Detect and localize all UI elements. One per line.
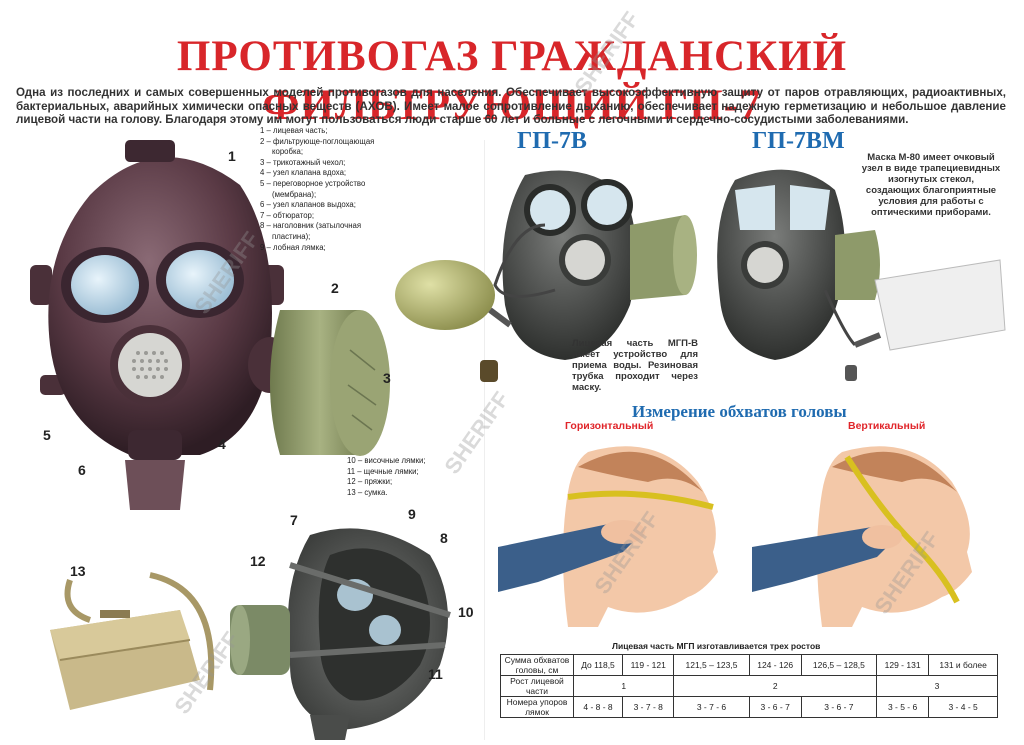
callout-13: 13 xyxy=(70,563,86,579)
table-cell: 4 - 8 - 8 xyxy=(572,696,624,718)
table-row-label: Рост лицевой части xyxy=(500,675,574,697)
table-cell: 121,5 – 123,5 xyxy=(673,654,750,676)
table-caption: Лицевая часть МГП изготавливается трех р… xyxy=(612,641,821,651)
table-cell: 3 - 6 - 7 xyxy=(800,696,877,718)
table-cell: 124 - 126 xyxy=(748,654,802,676)
poster-title: ПРОТИВОГАЗ ГРАЖДАНСКИЙ ФИЛЬТРУЮЩИЙ ГП-7 xyxy=(176,33,848,129)
size-table: Сумма обхватов головы, см До 118,5 119 -… xyxy=(500,654,999,718)
table-cell: 131 и более xyxy=(928,654,998,676)
callout-9: 9 xyxy=(408,506,416,522)
callout-7: 7 xyxy=(290,512,298,528)
main-mask-illustration xyxy=(30,140,390,510)
gp7v-illustration xyxy=(395,170,697,382)
table-cell: 3 - 4 - 5 xyxy=(928,696,998,718)
table-cell: 1 xyxy=(572,675,675,697)
callout-10: 10 xyxy=(458,604,474,620)
table-cell: 3 - 7 - 8 xyxy=(622,696,675,718)
bag-illustration xyxy=(50,572,215,710)
legend-bottom: 10 – височные лямки; 11 – щечные лямки; … xyxy=(347,456,467,498)
table-cell: 2 xyxy=(673,675,877,697)
callout-4: 4 xyxy=(218,436,226,452)
legend-item: 5 – переговорное устройство xyxy=(260,178,366,188)
callout-11: 11 xyxy=(428,666,443,682)
variant-title-gp7vm: ГП-7ВМ xyxy=(752,128,845,154)
callout-2: 2 xyxy=(331,280,339,296)
table-cell: 3 - 5 - 6 xyxy=(875,696,930,718)
measure-horizontal-label: Горизонтальный xyxy=(565,420,654,432)
legend-item: 7 – обтюратор; xyxy=(260,210,315,220)
legend-item: пластина); xyxy=(272,231,311,241)
table-row: Номера упоров лямок 4 - 8 - 8 3 - 7 - 8 … xyxy=(500,696,998,718)
table-cell: 3 - 7 - 6 xyxy=(673,696,750,718)
legend-item: 9 – лобная лямка; xyxy=(260,242,326,252)
legend-item: (мембрана); xyxy=(272,189,317,199)
mask-interior-illustration xyxy=(230,528,451,740)
legend-item: 13 – сумка. xyxy=(347,487,388,497)
table-cell: 126,5 – 128,5 xyxy=(800,654,877,676)
legend-item: 10 – височные лямки; xyxy=(347,456,426,465)
legend-item: 3 – трикотажный чехол; xyxy=(260,157,346,167)
center-divider xyxy=(484,140,485,740)
callout-5: 5 xyxy=(43,427,51,443)
table-cell: 129 - 131 xyxy=(875,654,930,676)
table-cell: 3 xyxy=(875,675,999,697)
measure-heading: Измерение обхватов головы xyxy=(632,402,847,421)
gp7v-note: Лицевая часть МГП-В имеет устройство для… xyxy=(572,338,698,393)
legend-item: 4 – узел клапана вдоха; xyxy=(260,168,347,178)
head-vertical-illustration xyxy=(752,446,972,627)
legend-item: 11 – щечные лямки; xyxy=(347,466,419,476)
table-row-label: Сумма обхватов головы, см xyxy=(500,654,574,676)
legend-item: 8 – наголовник (затылочная xyxy=(260,221,362,231)
table-cell: До 118,5 xyxy=(572,654,624,676)
table-cell: 3 - 6 - 7 xyxy=(748,696,802,718)
callout-8: 8 xyxy=(440,530,448,546)
legend-top: 1 – лицевая часть; 2 – фильтрующе-поглощ… xyxy=(260,126,410,253)
callout-3: 3 xyxy=(383,370,391,386)
legend-item: 2 – фильтрующе-поглощающая xyxy=(260,136,375,146)
table-row: Сумма обхватов головы, см До 118,5 119 -… xyxy=(500,654,998,676)
callout-6: 6 xyxy=(78,462,86,478)
intro-text: Одна из последних и самых совершенных мо… xyxy=(16,86,1006,126)
gp7vm-illustration xyxy=(717,169,1006,381)
table-row: Рост лицевой части 1 2 3 xyxy=(500,675,999,697)
callout-1: 1 xyxy=(228,148,236,164)
legend-item: 1 – лицевая часть; xyxy=(260,126,328,135)
legend-item: 6 – узел клапанов выдоха; xyxy=(260,200,356,210)
gp7vm-note: Маска М-80 имеет очковый узел в виде тра… xyxy=(861,152,1001,218)
legend-item: 12 – пряжки; xyxy=(347,477,393,487)
table-cell: 119 - 121 xyxy=(622,654,675,676)
variant-title-gp7v: ГП-7В xyxy=(517,128,587,154)
table-row-label: Номера упоров лямок xyxy=(500,696,574,718)
head-horizontal-illustration xyxy=(498,446,718,627)
legend-item: коробка; xyxy=(272,147,304,157)
callout-12: 12 xyxy=(250,553,266,569)
measure-vertical-label: Вертикальный xyxy=(848,420,926,432)
